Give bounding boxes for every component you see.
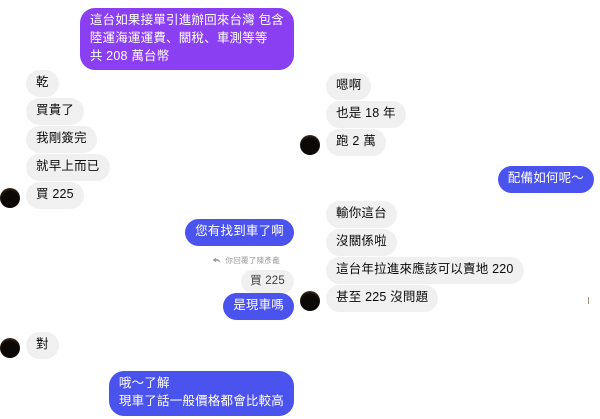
message-bubble-outgoing[interactable]: 配備如何呢～ [497,166,594,193]
message-row-outgoing[interactable]: 是現車嗎 [223,293,294,320]
message-row-incoming[interactable]: 甚至 225 沒問題 [300,285,439,312]
message-bubble-incoming[interactable]: 我剛簽完 [26,126,97,153]
message-row-outgoing[interactable]: 配備如何呢～ [497,166,594,193]
avatar-spacer [300,127,320,128]
avatar[interactable] [0,337,20,358]
avatar-spacer [0,96,20,97]
message-bubble-incoming[interactable]: 跑 2 萬 [326,129,386,156]
message-bubble-incoming[interactable]: 嗯啊 [326,73,372,100]
avatar-spacer [0,124,20,125]
message-bubble-incoming[interactable]: 這台年拉進來應該可以賣地 220 [326,257,524,284]
message-bubble-incoming[interactable]: 也是 18 年 [326,101,406,128]
quoted-message-bubble[interactable]: 買 225 [241,270,294,294]
message-row-incoming[interactable]: 跑 2 萬 [300,129,386,156]
message-row-incoming[interactable]: 乾 [0,70,59,97]
avatar[interactable] [0,187,20,208]
message-bubble-incoming[interactable]: 對 [26,332,59,359]
message-row-quoted[interactable]: 買 225 [241,270,294,294]
message-bubble-outgoing[interactable]: 哦～了解 現車了話一般價格都會比較高 [108,371,294,416]
message-row-incoming[interactable]: 嗯啊 [300,73,372,100]
message-row-incoming[interactable]: 就早上而已 [0,154,110,181]
message-bubble-incoming[interactable]: 乾 [26,70,59,97]
message-row-incoming[interactable]: 也是 18 年 [300,101,406,128]
message-bubble-incoming[interactable]: 買 225 [26,182,84,209]
reply-reference: 你回覆了陳彥龕 [212,255,280,266]
message-row-incoming[interactable]: 對 [0,332,59,359]
message-bubble-incoming[interactable]: 沒關係啦 [326,229,397,256]
right-conversation-pane: 嗯啊 也是 18 年 跑 2 萬 配備如何呢～ 輸你這台 沒關係啦 這台年拉進來… [300,0,600,419]
avatar-spacer [300,283,320,284]
message-bubble-incoming[interactable]: 就早上而已 [26,154,110,181]
message-bubble-incoming[interactable]: 輸你這台 [326,201,397,228]
message-row-incoming[interactable]: 買貴了 [0,98,85,125]
reply-reference-label: 你回覆了陳彥龕 [225,256,280,265]
message-bubble-incoming[interactable]: 甚至 225 沒問題 [326,285,439,312]
message-row-outgoing[interactable]: 這台如果接單引進辦回來台灣 包含 陸運海運運費、關稅、車測等等 共 208 萬台… [79,8,294,71]
avatar-spacer [300,99,320,100]
message-bubble-outgoing[interactable]: 您有找到車了啊 [185,219,294,246]
scroll-artifact [588,297,589,304]
message-row-incoming[interactable]: 買 225 [0,182,84,209]
message-row-incoming[interactable]: 輸你這台 [300,201,397,228]
avatar-spacer [300,255,320,256]
reply-arrow-icon [212,257,221,264]
message-row-outgoing[interactable]: 哦～了解 現車了話一般價格都會比較高 [108,371,294,416]
avatar-spacer [300,227,320,228]
message-row-incoming[interactable]: 沒關係啦 [300,229,397,256]
avatar-spacer [0,152,20,153]
message-row-incoming[interactable]: 這台年拉進來應該可以賣地 220 [300,257,524,284]
message-row-incoming[interactable]: 我剛簽完 [0,126,97,153]
avatar[interactable] [300,290,320,311]
avatar-spacer [0,180,20,181]
message-bubble-outgoing-purple[interactable]: 這台如果接單引進辦回來台灣 包含 陸運海運運費、關稅、車測等等 共 208 萬台… [79,8,294,71]
message-row-outgoing[interactable]: 您有找到車了啊 [185,219,294,246]
left-conversation-pane: 這台如果接單引進辦回來台灣 包含 陸運海運運費、關稅、車測等等 共 208 萬台… [0,8,294,416]
avatar[interactable] [300,134,320,155]
message-bubble-incoming[interactable]: 買貴了 [26,98,85,125]
message-bubble-outgoing[interactable]: 是現車嗎 [223,293,294,320]
